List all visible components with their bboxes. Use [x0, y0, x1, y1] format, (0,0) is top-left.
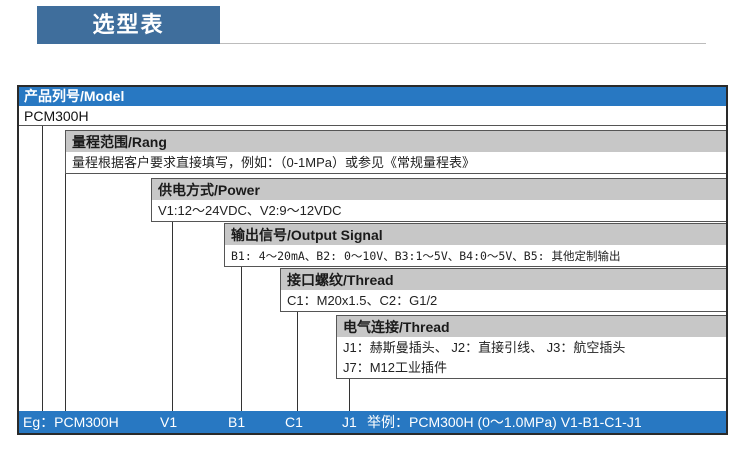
model-header: 产品列号/Model [19, 87, 726, 106]
output-header: 输出信号/Output Signal [224, 223, 726, 245]
example-connection-code: J1 [342, 414, 357, 430]
connector-line-connection [349, 379, 350, 411]
example-power-code: V1 [160, 414, 178, 430]
example-bar: Eg：PCM300H V1 B1 C1 J1 举例：PCM300H (0～1.0… [19, 411, 726, 433]
example-output-code: B1 [228, 414, 246, 430]
title-tab [37, 6, 220, 44]
title-rule [220, 43, 706, 44]
frame-top [17, 85, 728, 87]
page-title: 选型表 [92, 12, 165, 37]
connector-line-model [42, 126, 43, 411]
connector-line-range [65, 174, 66, 411]
power-header: 供电方式/Power [151, 178, 726, 200]
thread-header: 接口螺纹/Thread [280, 268, 726, 290]
range-header: 量程范围/Rang [65, 130, 726, 152]
frame-right [726, 85, 728, 435]
connector-line-power [172, 222, 173, 411]
frame-bottom [17, 433, 728, 435]
output-value: B1: 4～20mA、B2: 0～10V、B3:1～5V、B4:0～5V、B5:… [224, 245, 726, 267]
connector-line-thread [297, 312, 298, 411]
example-thread-code: C1 [285, 414, 303, 430]
example-model: Eg：PCM300H [23, 414, 119, 430]
connection-value-line1: J1：赫斯曼插头、 J2：直接引线、 J3：航空插头 [336, 337, 726, 359]
thread-value: C1：M20x1.5、C2：G1/2 [280, 290, 726, 312]
model-value: PCM300H [19, 106, 726, 126]
connector-line-output [241, 267, 242, 411]
range-value: 量程根据客户要求直接填写，例如：（0-1MPa）或参见《常规量程表》 [65, 152, 726, 174]
connection-value-line2: J7：M12工业插件 [336, 357, 726, 379]
power-value: V1:12～24VDC、V2:9～12VDC [151, 200, 726, 222]
connection-header: 电气连接/Thread [336, 315, 726, 337]
frame-left [17, 85, 19, 435]
example-text: 举例：PCM300H (0～1.0MPa) V1-B1-C1-J1 [367, 414, 642, 430]
